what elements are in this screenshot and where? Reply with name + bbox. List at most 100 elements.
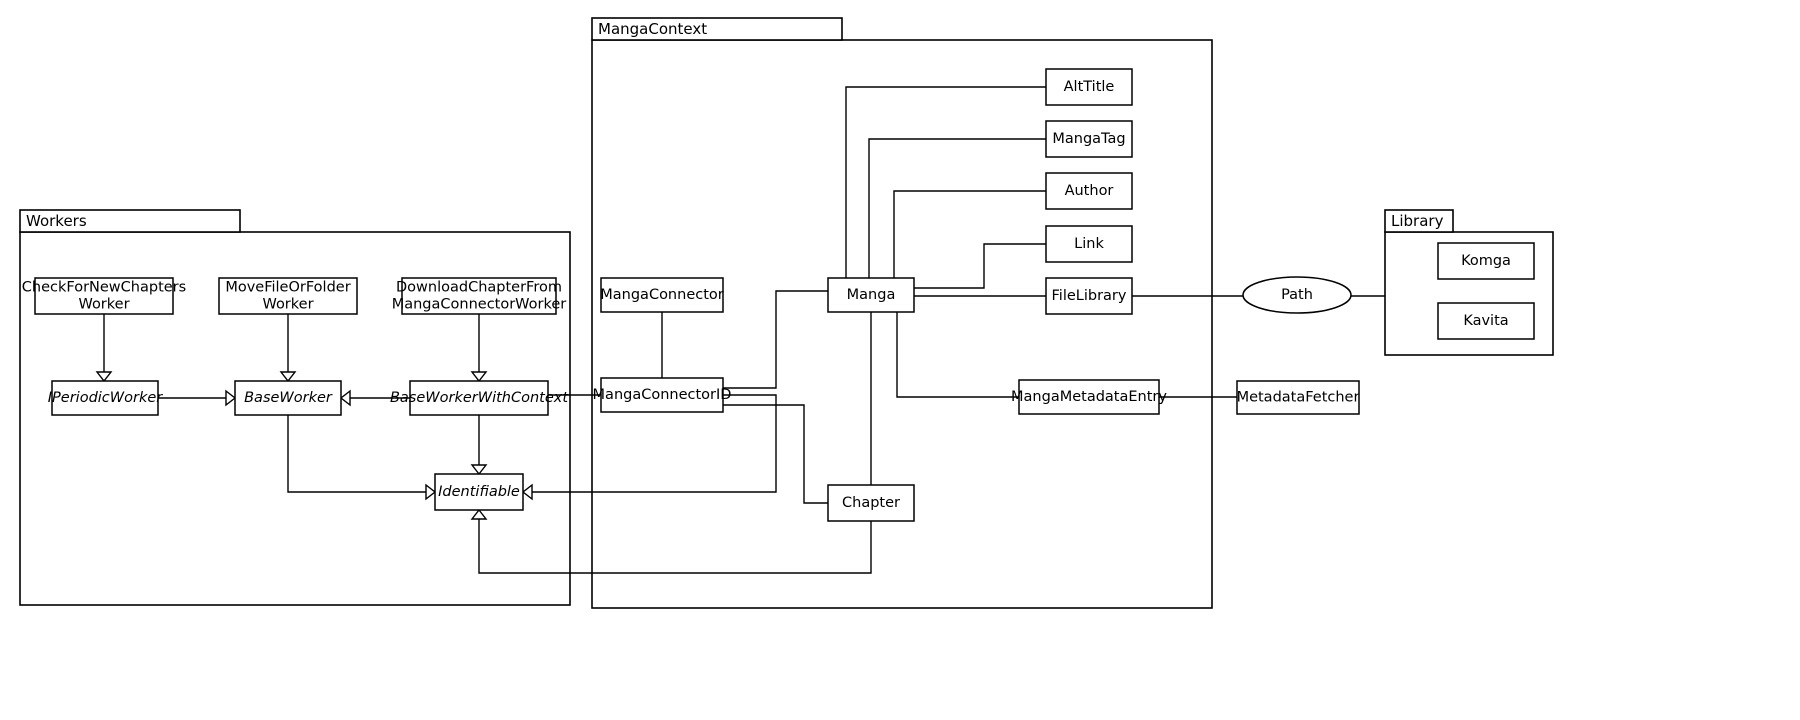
package-tab [1384,209,1454,233]
edge-line [723,404,828,504]
node-baseworker[interactable]: BaseWorker [234,380,342,416]
node-rect [51,380,159,416]
node-ellipse [1242,276,1352,314]
node-metadatafetcher[interactable]: MetadataFetcher [1236,380,1360,415]
node-label: Link [1074,236,1104,252]
node-label: BaseWorker [244,390,333,406]
node-label: MangaConnectorID [593,387,732,403]
node-label: MetadataFetcher [1237,390,1360,406]
edge-line [896,312,1019,398]
node-iperiodicworker[interactable]: IPeriodicWorker [48,380,163,416]
node-rect [827,484,915,522]
node-rect [827,277,915,313]
node-chapter[interactable]: Chapter [827,484,915,522]
node-label: MangaMetadataEntry [1011,389,1167,405]
node-label: AltTitle [1064,79,1115,95]
node-rect [1045,68,1133,106]
node-rect [1045,225,1133,263]
generalization-arrowhead-icon [470,464,488,476]
generalization-arrowhead-icon [470,371,488,383]
node-rect [434,473,524,511]
node-rect [1045,120,1133,158]
node-rect [600,277,724,313]
edge-line [531,394,777,493]
edge-line [845,86,1046,278]
edge-line [893,190,1046,278]
node-rect [1437,302,1535,340]
node-label: Path [1281,287,1313,303]
package-label: MangaContext [598,20,707,38]
edge-line [478,518,872,574]
edge-mangaconnectorid-to-chapter [723,404,828,504]
node-komga[interactable]: Komga [1437,242,1535,280]
node-label: Kavita [1463,313,1508,329]
package-tab [591,17,843,41]
generalization-arrowhead-icon [225,389,237,407]
edge-iperiodicworker-to-baseworker [158,389,237,407]
edge-manga-to-author [893,190,1046,278]
node-path[interactable]: Path [1242,276,1352,314]
node-label: MangaTag [1052,131,1125,147]
package-label: Workers [26,212,87,230]
node-label: Chapter [842,495,900,511]
node-mangametadataentry[interactable]: MangaMetadataEntry [1011,379,1167,415]
node-rect [1437,242,1535,280]
node-label: FileLibrary [1052,288,1127,304]
node-label: MangaConnector [600,287,724,303]
edge-line [914,243,1046,289]
edge-mangaconnectorid-to-manga [723,290,828,389]
edge-baseworkerwithcontext-to-baseworker [339,389,410,407]
node-label: Identifiable [438,484,520,500]
node-rect [1236,380,1360,415]
node-rect [401,277,557,315]
node-link[interactable]: Link [1045,225,1133,263]
edge-manga-to-mangametadataentry [896,312,1019,398]
node-rect [1018,379,1160,415]
generalization-arrowhead-icon [95,371,113,383]
node-mangatag[interactable]: MangaTag [1045,120,1133,158]
edge-baseworker-to-identifiable [287,415,437,501]
node-baseworkerwithcontext[interactable]: BaseWorkerWithContext [390,380,569,416]
node-rect [600,377,724,413]
edge-manga-to-link [914,243,1046,289]
edge-line [723,290,828,389]
generalization-arrowhead-icon [279,371,297,383]
node-rect [34,277,174,315]
node-mangaconnectorid[interactable]: MangaConnectorID [593,377,732,413]
node-label: BaseWorkerWithContext [390,390,569,406]
edge-move_file_or_folder_worker-to-baseworker [279,314,297,383]
node-rect [1045,172,1133,210]
node-rect [1045,277,1133,315]
node-rect [409,380,549,416]
edge-manga-to-alttitle [845,86,1046,278]
node-identifiable[interactable]: Identifiable [434,473,524,511]
node-label: Author [1065,183,1114,199]
edge-download_chapter_worker-to-baseworkerwithcontext [470,314,488,383]
node-alttitle[interactable]: AltTitle [1045,68,1133,106]
edge-check_for_new_chapters_worker-to-iperiodicworker [95,314,113,383]
generalization-arrowhead-icon [521,483,533,501]
node-label: Manga [847,287,896,303]
node-rect [218,277,358,315]
node-kavita[interactable]: Kavita [1437,302,1535,340]
node-manga[interactable]: Manga [827,277,915,313]
node-mangaconnector[interactable]: MangaConnector [600,277,724,313]
package-tab [19,209,241,233]
edge-manga-to-mangatag [868,138,1046,278]
edge-mangaconnectorid-to-identifiable [521,394,777,501]
edge-line [868,138,1046,278]
edge-chapter-to-identifiable [470,508,872,574]
node-label: IPeriodicWorker [48,390,163,406]
node-author[interactable]: Author [1045,172,1133,210]
package-label: Library [1391,212,1444,230]
node-rect [234,380,342,416]
node-filelibrary[interactable]: FileLibrary [1045,277,1133,315]
